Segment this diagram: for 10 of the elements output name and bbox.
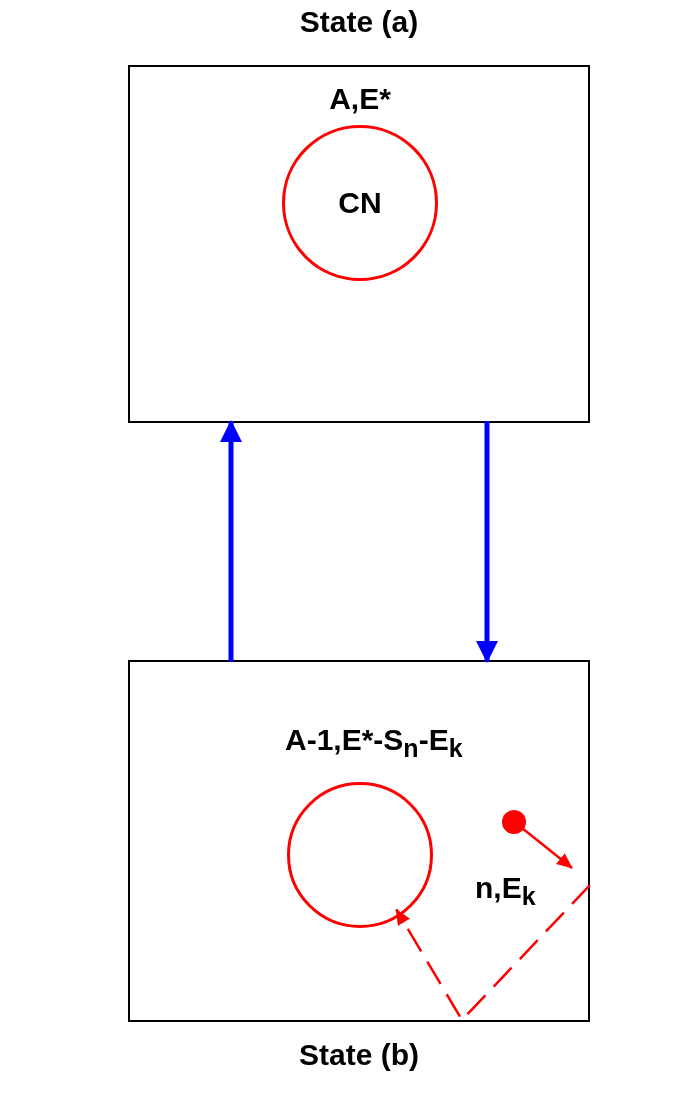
- state-title: State (a): [299, 4, 419, 40]
- state-title: State (b): [299, 1037, 419, 1073]
- particle-label: n,E$_{k}$: [475, 870, 536, 912]
- arrow: [476, 421, 498, 663]
- state-label: A-1,E*-S$_{n}$-E$_{k}$: [285, 722, 463, 764]
- arrow: [220, 420, 242, 662]
- arrow: [522, 827, 573, 869]
- state-label: A,E*: [329, 81, 391, 117]
- particle-dot: [502, 810, 526, 834]
- nucleus-label: CN: [338, 186, 382, 220]
